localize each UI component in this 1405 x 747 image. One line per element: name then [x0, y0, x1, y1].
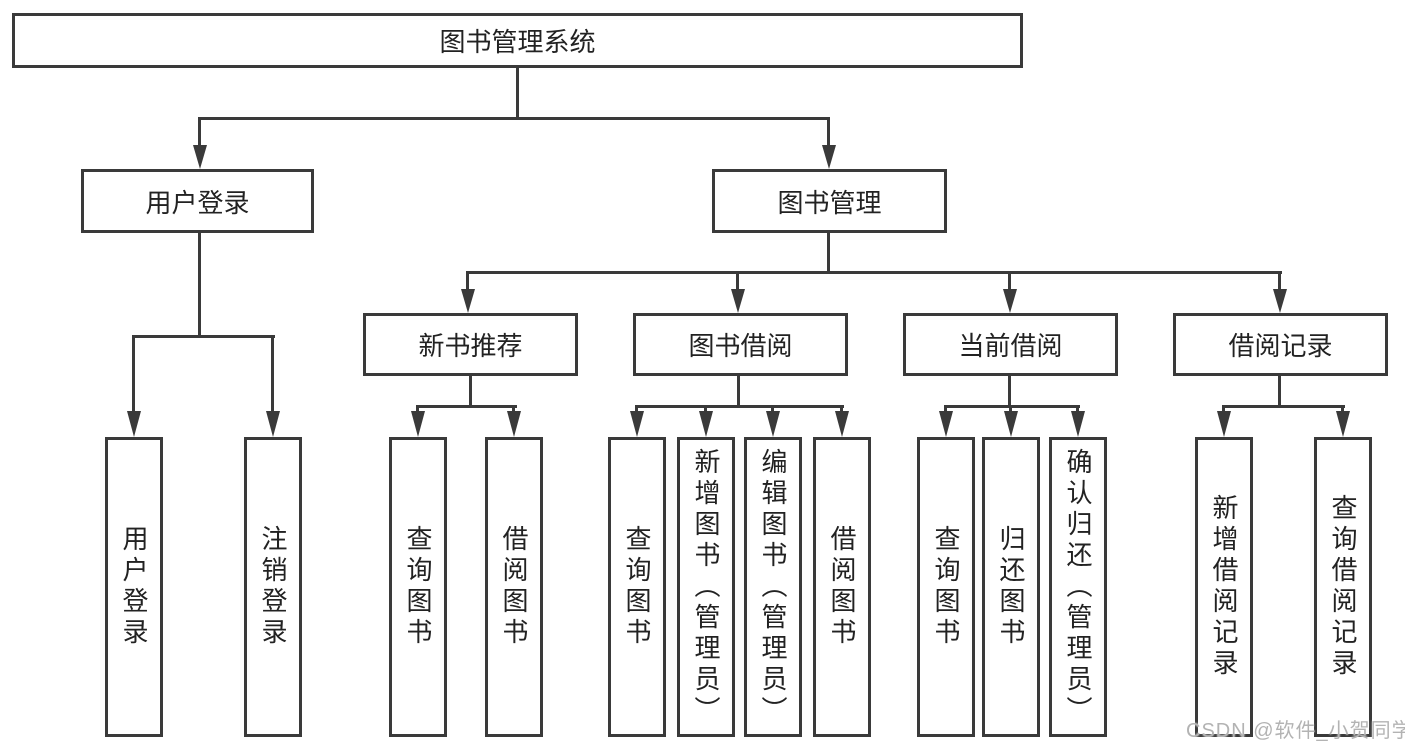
leaf-label: 查询图书 [931, 525, 961, 649]
arrowhead-down-icon [939, 411, 953, 437]
node-current-borrow: 当前借阅 [903, 313, 1118, 376]
arrowhead-down-icon [1004, 411, 1018, 437]
connector-vline [1076, 405, 1079, 414]
arrowhead-down-icon [1071, 411, 1085, 437]
leaf-label: 查询图书 [403, 525, 433, 649]
arrowhead-down-icon [699, 411, 713, 437]
connector-hline [198, 117, 830, 120]
arrowhead-down-icon [461, 289, 475, 313]
arrowhead-down-icon [266, 411, 280, 437]
arrowhead-down-icon [766, 411, 780, 437]
leaf-current-return-books: 归还图书 [982, 437, 1040, 737]
connector-hline [944, 405, 1080, 408]
connector-vline [516, 68, 519, 119]
node-current-borrow-label: 当前借阅 [958, 331, 1063, 361]
arrowhead-down-icon [1336, 411, 1350, 437]
connector-vline [827, 117, 830, 147]
leaf-borrow-add-books-admin: 新增图书（管理员） [677, 437, 735, 737]
connector-hline [635, 405, 844, 408]
leaf-logout: 注销登录 [244, 437, 302, 737]
node-root: 图书管理系统 [12, 13, 1023, 68]
arrowhead-down-icon [127, 411, 141, 437]
connector-vline [1278, 271, 1281, 291]
leaf-recommend-borrow-books: 借阅图书 [485, 437, 543, 737]
connector-vline [132, 335, 135, 413]
leaf-label: 新增借阅记录 [1209, 494, 1239, 680]
connector-vline [1008, 376, 1011, 407]
connector-vline [469, 376, 472, 407]
leaf-user-login: 用户登录 [105, 437, 163, 737]
connector-hline [416, 405, 517, 408]
leaf-label: 编辑图书（管理员） [758, 447, 788, 727]
leaf-current-query-books: 查询图书 [917, 437, 975, 737]
arrowhead-down-icon [1003, 289, 1017, 313]
connector-vline [944, 405, 947, 414]
node-new-book-recommend-label: 新书推荐 [418, 331, 523, 361]
leaf-recommend-query-books: 查询图书 [389, 437, 447, 737]
arrowhead-down-icon [731, 289, 745, 313]
leaf-label: 借阅图书 [499, 525, 529, 649]
leaf-label: 用户登录 [119, 525, 149, 649]
leaf-borrow-query-books: 查询图书 [608, 437, 666, 737]
connector-vline [1009, 405, 1012, 414]
arrowhead-down-icon [835, 411, 849, 437]
connector-hline [466, 271, 1282, 274]
node-root-label: 图书管理系统 [439, 27, 596, 57]
arrowhead-down-icon [1273, 289, 1287, 313]
leaf-current-confirm-return-admin: 确认归还（管理员） [1049, 437, 1107, 737]
arrowhead-down-icon [193, 145, 207, 169]
connector-vline [736, 271, 739, 291]
leaf-records-add-borrow-record: 新增借阅记录 [1195, 437, 1253, 737]
node-user-login: 用户登录 [81, 169, 314, 233]
arrowhead-down-icon [630, 411, 644, 437]
arrowhead-down-icon [1217, 411, 1231, 437]
node-book-management: 图书管理 [712, 169, 947, 233]
connector-vline [1008, 271, 1011, 291]
node-borrow-records: 借阅记录 [1173, 313, 1388, 376]
leaf-label: 注销登录 [258, 525, 288, 649]
leaf-borrow-edit-books-admin: 编辑图书（管理员） [744, 437, 802, 737]
connector-vline [512, 405, 515, 414]
node-borrow-records-label: 借阅记录 [1228, 331, 1333, 361]
connector-vline [198, 233, 201, 337]
connector-vline [827, 233, 830, 273]
leaf-records-query-borrow-record: 查询借阅记录 [1314, 437, 1372, 737]
leaf-label: 确认归还（管理员） [1063, 447, 1093, 727]
leaf-label: 查询借阅记录 [1328, 494, 1358, 680]
connector-vline [704, 405, 707, 414]
connector-vline [635, 405, 638, 414]
connector-vline [416, 405, 419, 414]
connector-vline [1278, 376, 1281, 407]
connector-vline [1341, 405, 1344, 414]
leaf-label: 借阅图书 [827, 525, 857, 649]
connector-hline [132, 335, 275, 338]
node-book-borrow-label: 图书借阅 [688, 331, 793, 361]
watermark: CSDN @软件_小贺同学 [1186, 720, 1405, 742]
arrowhead-down-icon [507, 411, 521, 437]
node-new-book-recommend: 新书推荐 [363, 313, 578, 376]
leaf-label: 查询图书 [622, 525, 652, 649]
connector-vline [737, 376, 740, 407]
node-book-management-label: 图书管理 [777, 187, 882, 218]
connector-vline [1222, 405, 1225, 414]
connector-vline [271, 335, 274, 413]
arrowhead-down-icon [411, 411, 425, 437]
connector-vline [198, 117, 201, 147]
leaf-borrow-borrow-books: 借阅图书 [813, 437, 871, 737]
node-user-login-label: 用户登录 [145, 187, 250, 218]
arrowhead-down-icon [822, 145, 836, 169]
leaf-label: 新增图书（管理员） [691, 447, 721, 727]
leaf-label: 归还图书 [996, 525, 1026, 649]
connector-vline [466, 271, 469, 291]
node-book-borrow: 图书借阅 [633, 313, 848, 376]
connector-vline [771, 405, 774, 414]
connector-vline [840, 405, 843, 414]
connector-hline [1222, 405, 1345, 408]
